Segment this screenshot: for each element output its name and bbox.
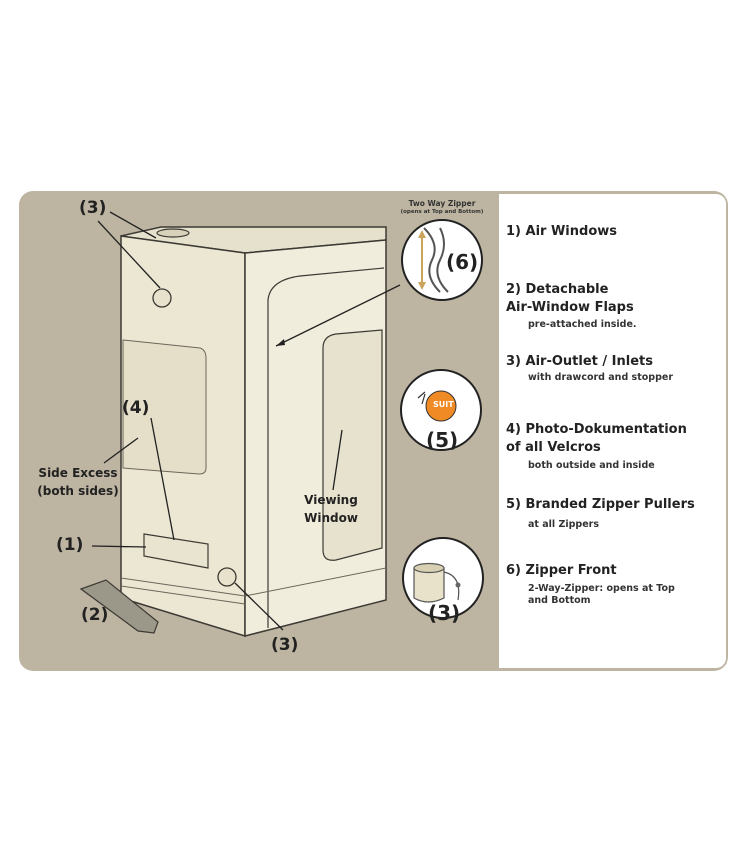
legend-6-title: 6) Zipper Front (506, 563, 617, 578)
lower-air-window (143, 533, 209, 569)
circle-3-label: (3) (428, 601, 461, 625)
front-zipper-line (267, 267, 385, 628)
legend-2-title-line2: Air-Window Flaps (506, 300, 634, 315)
legend-2-title: 2) Detachable Air-Window Flaps (506, 281, 634, 317)
puller-logo: SUIT (433, 400, 454, 409)
zipper-caption-line1: Two Way Zipper (408, 199, 476, 208)
side-excess-line2: (both sides) (37, 484, 119, 498)
legend-1-title: 1) Air Windows (506, 224, 618, 239)
callout-3-top: (3) (79, 198, 107, 218)
detached-flap (79, 579, 159, 634)
legend-2-title-line1: 2) Detachable (506, 282, 609, 297)
legend-6-sub-line1: 2-Way-Zipper: opens at Top (528, 583, 675, 594)
zipper-caption-line2: (opens at Top and Bottom) (400, 209, 484, 215)
legend-5-sub: at all Zippers (528, 519, 600, 530)
legend-3-sub: with drawcord and stopper (528, 372, 674, 383)
legend-3-title: 3) Air-Outlet / Inlets (506, 354, 653, 369)
legend-6-sub: 2-Way-Zipper: opens at Top and Bottom (528, 583, 675, 607)
legend-4-sub: both outside and inside (528, 460, 655, 471)
side-excess-label: Side Excess (both sides) (32, 464, 124, 500)
viewing-window-label: Viewing Window (298, 491, 364, 527)
circle-5-label: (5) (426, 428, 459, 452)
callout-2: (2) (81, 605, 109, 625)
callout-3-bottom: (3) (271, 635, 299, 655)
legend-4-title: 4) Photo-Dokumentation of all Velcros (506, 421, 687, 457)
side-excess-line1: Side Excess (38, 466, 118, 480)
viewing-window (322, 329, 383, 561)
top-vent (156, 228, 190, 238)
legend-2-sub: pre-attached inside. (528, 319, 637, 330)
callout-1: (1) (56, 535, 84, 555)
side-vent (152, 288, 172, 308)
viewing-line2: Window (304, 511, 358, 525)
circle-6-label: (6) (446, 250, 479, 274)
legend-4-title-line2: of all Velcros (506, 440, 601, 455)
bottom-vent (217, 567, 237, 587)
zipper-caption: Two Way Zipper (opens at Top and Bottom) (390, 200, 494, 216)
viewing-line1: Viewing (304, 493, 358, 507)
callout-4: (4) (122, 398, 150, 418)
legend-4-title-line1: 4) Photo-Dokumentation (506, 422, 687, 437)
legend-panel (499, 194, 726, 668)
legend-5-title: 5) Branded Zipper Pullers (506, 497, 695, 512)
side-air-window (122, 339, 207, 475)
legend-6-sub-line2: and Bottom (528, 595, 591, 606)
